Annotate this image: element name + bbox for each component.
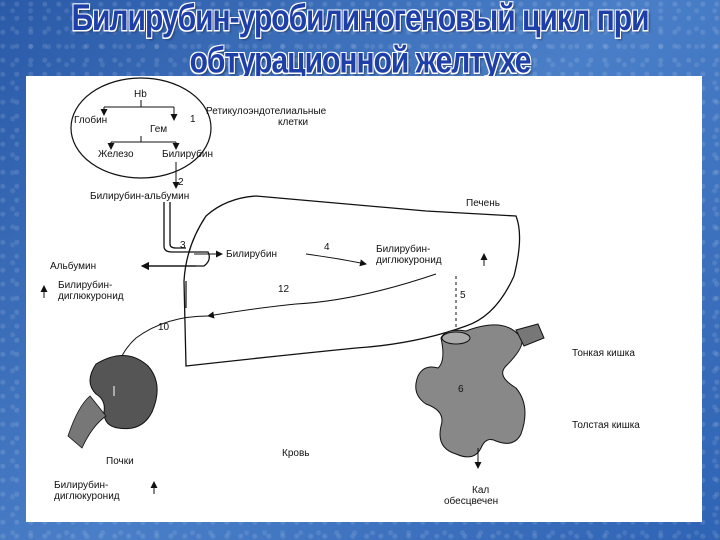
label-urine-conj-line1: Билирубин-	[54, 480, 108, 491]
label-liver: Печень	[466, 198, 500, 209]
label-bilirubin-albumin: Билирубин-альбумин	[90, 191, 189, 202]
label-large-intestine: Толстая кишка	[572, 420, 640, 431]
label-step-6: 6	[458, 384, 464, 395]
label-urine-conj-line2: диглюкуронид	[54, 491, 120, 502]
gem-branch-lines	[111, 136, 176, 148]
label-blood-conj-line2: диглюкуронид	[58, 291, 124, 302]
label-blood: Кровь	[282, 448, 309, 459]
label-step-4: 4	[324, 242, 330, 253]
label-conj-line2: диглюкуронид	[376, 255, 442, 266]
label-kidneys: Почки	[106, 456, 134, 467]
diagram-panel: Hb Глобин 1 Гем Железо Билирубин Ретикул…	[26, 76, 702, 522]
arrow-step-4	[306, 254, 366, 264]
label-bilirubin-cell: Билирубин	[162, 149, 213, 160]
ureter-shape	[68, 396, 106, 448]
intestine-shape	[416, 325, 525, 457]
label-step-12: 12	[278, 284, 289, 295]
label-gem: Гем	[150, 124, 167, 135]
slide-title: Билирубин-уробилиногеновый цикл при обту…	[0, 0, 720, 83]
label-step-5: 5	[460, 290, 466, 301]
label-hb: Hb	[134, 89, 147, 100]
label-globin: Глобин	[74, 115, 107, 126]
label-step-1: 1	[190, 114, 196, 125]
label-step-10: 10	[158, 322, 169, 333]
label-iron: Железо	[98, 149, 134, 160]
label-albumin: Альбумин	[50, 261, 96, 272]
label-feces-line1: Кал	[472, 485, 489, 496]
label-blood-conj-line1: Билирубин-	[58, 280, 112, 291]
label-feces-line2: обесцвечен	[444, 496, 498, 507]
label-re-cells-line2: клетки	[278, 117, 308, 128]
blood-vessel	[144, 202, 209, 266]
label-bilirubin-liver: Билирубин	[226, 249, 277, 260]
label-re-cells-line1: Ретикулоэндотелиальные	[206, 106, 326, 117]
arrow-step-12	[208, 274, 436, 316]
label-conj-line1: Билирубин-	[376, 244, 430, 255]
label-step-2: 2	[178, 177, 184, 188]
label-step-3: 3	[180, 240, 186, 251]
hb-branch-lines	[104, 100, 174, 120]
label-small-intestine: Тонкая кишка	[572, 348, 635, 359]
